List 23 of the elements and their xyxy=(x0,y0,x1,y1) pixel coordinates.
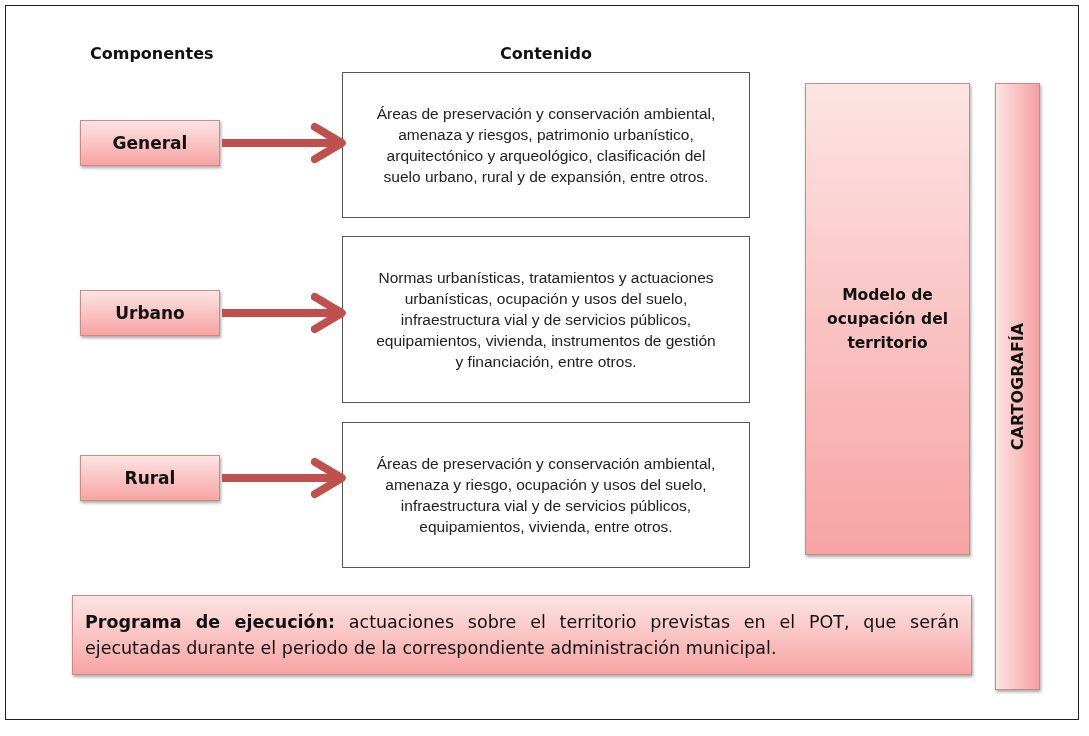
component-box xyxy=(80,290,220,336)
vertical-banner xyxy=(995,83,1040,690)
column-heading: Contenido xyxy=(500,44,592,63)
component-label: Modelo de ocupación del territorio xyxy=(826,285,949,354)
content-text: Áreas de preservación y conservación ambiental, amenaza y riesgos, patrimonio urbanístico, arquitectónico y arqueológico, clasificación del suelo urbano, rural y de expansión, entre otros. xyxy=(375,104,717,187)
arrow xyxy=(222,457,346,499)
component-box xyxy=(80,455,220,501)
program-box xyxy=(72,595,972,675)
program-text: Programa de ejecución: actuaciones sobre el territorio previstas en el POT, que serán ejecutadas durante el periodo de la correspondiente administración municipal. xyxy=(85,611,959,660)
component-label: CARTOGRAFÍA xyxy=(1008,322,1027,451)
component-label: Urbano xyxy=(115,303,185,323)
component-label: General xyxy=(112,133,188,153)
component-label: Rural xyxy=(124,468,176,488)
content-box xyxy=(342,72,750,218)
arrow xyxy=(222,122,346,164)
column-heading: Componentes xyxy=(90,44,214,63)
content-text: Normas urbanísticas, tratamientos y actuaciones urbanísticas, ocupación y usos del suelo, infraestructura vial y de servicios públicos, equipamientos, vivienda, instrumentos de gestión y financiación, entre otros. xyxy=(375,268,717,372)
arrow xyxy=(222,292,346,334)
content-box xyxy=(342,236,750,403)
content-text: Áreas de preservación y conservación ambiental, amenaza y riesgo, ocupación y usos del suelo, infraestructura vial y de servicios públicos, equipamientos, vivienda, entre otros. xyxy=(375,454,717,537)
component-box xyxy=(80,120,220,166)
component-box xyxy=(805,83,970,555)
content-box xyxy=(342,422,750,568)
